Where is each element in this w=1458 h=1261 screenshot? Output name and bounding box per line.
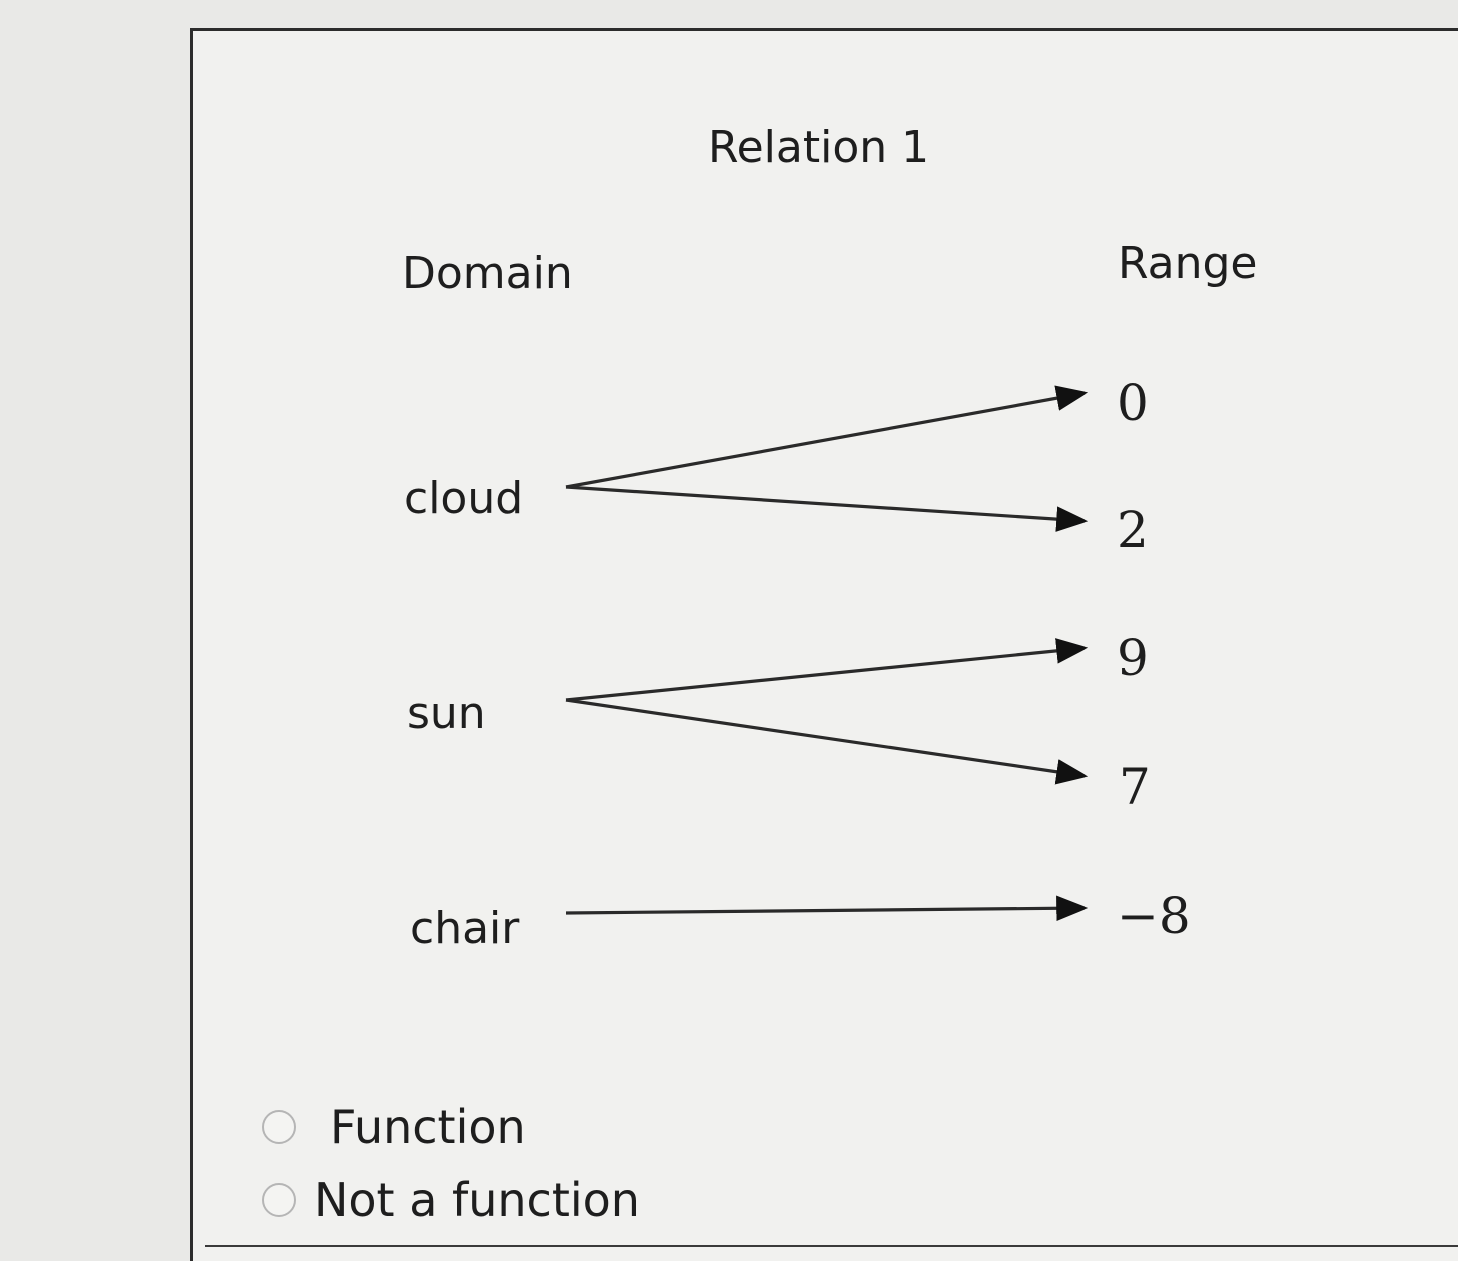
panel-divider xyxy=(205,1245,1458,1247)
question-panel xyxy=(190,28,1458,1261)
domain-item-sun: sun xyxy=(407,688,486,739)
option-function[interactable]: Function xyxy=(262,1098,526,1156)
range-header: Range xyxy=(1118,238,1258,289)
domain-item-cloud: cloud xyxy=(404,473,524,524)
radio-not-a-function[interactable] xyxy=(262,1183,296,1217)
range-item-0: 0 xyxy=(1117,374,1149,432)
option-not-a-function[interactable]: Not a function xyxy=(262,1171,640,1229)
range-item-7: 7 xyxy=(1119,758,1151,816)
range-item-neg8: −8 xyxy=(1117,887,1191,945)
domain-header: Domain xyxy=(402,248,573,299)
relation-title: Relation 1 xyxy=(708,122,930,173)
range-item-9: 9 xyxy=(1117,629,1149,687)
range-item-2: 2 xyxy=(1117,501,1149,559)
option-not-a-function-label: Not a function xyxy=(314,1173,640,1227)
radio-function[interactable] xyxy=(262,1110,296,1144)
option-function-label: Function xyxy=(330,1100,526,1154)
domain-item-chair: chair xyxy=(410,903,520,954)
